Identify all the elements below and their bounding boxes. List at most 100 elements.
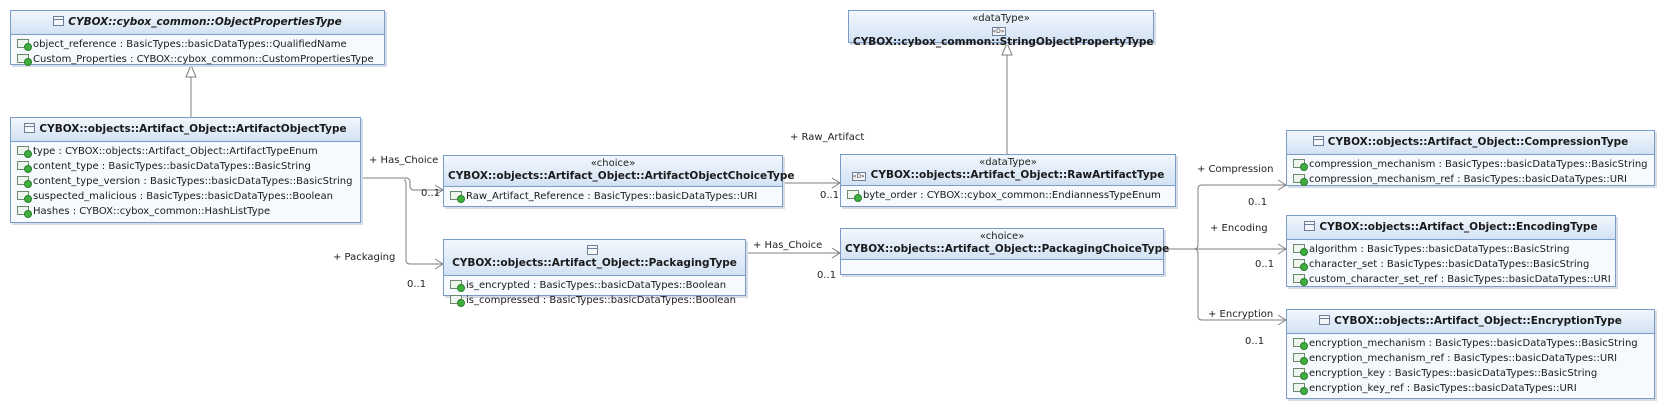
stereotype-label: «choice» [590, 158, 636, 169]
attribute-row: type : CYBOX::objects::Artifact_Object::… [17, 144, 356, 159]
multiplicity-label-raw-artifact: 0..1 [820, 190, 840, 201]
multiplicity-label-encryption: 0..1 [1245, 336, 1265, 347]
attribute-text: character_set : BasicTypes::basicDataTyp… [1309, 259, 1590, 270]
attribute-row: content_type_version : BasicTypes::basic… [17, 174, 356, 189]
multiplicity-label-packaging: 0..1 [407, 279, 427, 290]
attribute-icon [450, 280, 465, 292]
attribute-list: byte_order : CYBOX::cybox_common::Endian… [841, 186, 1175, 204]
attribute-text: byte_order : CYBOX::cybox_common::Endian… [863, 190, 1161, 201]
stereotype-label: «dataType» [979, 157, 1037, 168]
class-packaging-choice-type[interactable]: «choice» CYBOX::objects::Artifact_Object… [840, 228, 1169, 275]
attribute-icon [1293, 338, 1308, 350]
class-header: «dataType» «D»CYBOX::cybox_common::Strin… [849, 11, 1154, 48]
multiplicity-label-encoding: 0..1 [1255, 259, 1275, 270]
attribute-icon [1293, 244, 1308, 256]
role-label-raw-artifact: + Raw_Artifact [790, 132, 865, 143]
role-label-encoding: + Encoding [1210, 223, 1268, 234]
attribute-icon [450, 191, 465, 203]
role-label-encryption: + Encryption [1208, 309, 1274, 320]
class-object-properties-type[interactable]: CYBOX::cybox_common::ObjectPropertiesTyp… [10, 10, 385, 67]
multiplicity-label-has-choice-2: 0..1 [817, 270, 837, 281]
attribute-text: type : CYBOX::objects::Artifact_Object::… [33, 146, 318, 157]
attribute-icon [1293, 174, 1308, 186]
class-icon [53, 16, 65, 26]
attribute-icon [1293, 159, 1308, 171]
attribute-icon [17, 176, 32, 188]
multiplicity-label-has-choice-1: 0..1 [421, 188, 441, 199]
attribute-row: content_type : BasicTypes::basicDataType… [17, 159, 356, 174]
class-encoding-type[interactable]: CYBOX::objects::Artifact_Object::Encodin… [1286, 215, 1616, 287]
datatype-icon: «D» [991, 27, 1006, 36]
class-compression-type[interactable]: CYBOX::objects::Artifact_Object::Compres… [1286, 130, 1655, 186]
attribute-icon [1293, 259, 1308, 271]
class-title: CYBOX::objects::Artifact_Object::Artifac… [448, 170, 795, 182]
attribute-row: encryption_mechanism_ref : BasicTypes::b… [1293, 351, 1650, 366]
class-encryption-type[interactable]: CYBOX::objects::Artifact_Object::Encrypt… [1286, 309, 1655, 399]
attribute-text: object_reference : BasicTypes::basicData… [33, 39, 347, 50]
connector-compression [1164, 184, 1286, 250]
attribute-row: suspected_malicious : BasicTypes::basicD… [17, 189, 356, 204]
attribute-row: object_reference : BasicTypes::basicData… [17, 37, 380, 52]
attribute-text: is_compressed : BasicTypes::basicDataTyp… [466, 295, 737, 306]
class-string-object-property-type[interactable]: «dataType» «D»CYBOX::cybox_common::Strin… [848, 10, 1154, 48]
class-header: «choice» CYBOX::objects::Artifact_Object… [841, 229, 1169, 260]
class-icon [24, 123, 36, 133]
attribute-icon [1293, 353, 1308, 365]
attribute-list: compression_mechanism : BasicTypes::basi… [1287, 155, 1654, 188]
class-icon [1312, 136, 1324, 146]
attribute-text: Custom_Properties : CYBOX::cybox_common:… [33, 54, 374, 65]
attribute-list: encryption_mechanism : BasicTypes::basic… [1287, 334, 1654, 397]
attribute-text: Raw_Artifact_Reference : BasicTypes::bas… [466, 191, 758, 202]
class-title: CYBOX::objects::Artifact_Object::Artifac… [39, 123, 347, 135]
class-artifact-object-type[interactable]: CYBOX::objects::Artifact_Object::Artifac… [10, 117, 361, 223]
attribute-text: encryption_mechanism : BasicTypes::basic… [1309, 338, 1638, 349]
class-header: «choice» CYBOX::objects::Artifact_Object… [444, 156, 795, 187]
role-label-compression: + Compression [1197, 164, 1274, 175]
attribute-row: is_compressed : BasicTypes::basicDataTyp… [450, 293, 741, 308]
attribute-icon [450, 295, 465, 307]
attribute-text: encryption_mechanism_ref : BasicTypes::b… [1309, 353, 1618, 364]
class-header: CYBOX::objects::Artifact_Object::Artifac… [11, 118, 360, 142]
attribute-icon [17, 191, 32, 203]
attribute-text: content_type_version : BasicTypes::basic… [33, 176, 353, 187]
attribute-list: algorithm : BasicTypes::basicDataTypes::… [1287, 240, 1615, 288]
connector-has-choice-1 [361, 177, 443, 191]
stereotype-label: «choice» [979, 231, 1025, 242]
class-title: CYBOX::objects::Artifact_Object::RawArti… [870, 169, 1165, 181]
class-title: CYBOX::cybox_common::StringObjectPropert… [853, 36, 1154, 48]
attribute-row: custom_character_set_ref : BasicTypes::b… [1293, 272, 1611, 287]
attribute-row: compression_mechanism : BasicTypes::basi… [1293, 157, 1650, 172]
class-icon [1319, 315, 1331, 325]
attribute-row: Custom_Properties : CYBOX::cybox_common:… [17, 52, 380, 67]
class-title: CYBOX::cybox_common::ObjectPropertiesTyp… [68, 16, 342, 28]
class-raw-artifact-type[interactable]: «dataType» «D» CYBOX::objects::Artifact_O… [840, 154, 1176, 207]
role-label-has-choice-1: + Has_Choice [369, 155, 439, 166]
attribute-icon [17, 161, 32, 173]
attribute-row: algorithm : BasicTypes::basicDataTypes::… [1293, 242, 1611, 257]
attribute-list: is_encrypted : BasicTypes::basicDataType… [444, 276, 745, 309]
attribute-text: algorithm : BasicTypes::basicDataTypes::… [1309, 244, 1570, 255]
attribute-row: Hashes : CYBOX::cybox_common::HashListTy… [17, 204, 356, 219]
class-title: CYBOX::objects::Artifact_Object::Encodin… [1319, 221, 1598, 233]
attribute-icon [17, 54, 32, 66]
class-packaging-type[interactable]: CYBOX::objects::Artifact_Object::Packagi… [443, 239, 746, 307]
attribute-text: is_encrypted : BasicTypes::basicDataType… [466, 280, 727, 291]
attribute-row: byte_order : CYBOX::cybox_common::Endian… [847, 188, 1171, 203]
attribute-text: encryption_key : BasicTypes::basicDataTy… [1309, 368, 1598, 379]
attribute-list: type : CYBOX::objects::Artifact_Object::… [11, 142, 360, 220]
attribute-row: encryption_key : BasicTypes::basicDataTy… [1293, 366, 1650, 381]
class-icon [587, 245, 598, 255]
datatype-icon: «D» [851, 172, 866, 181]
class-header: «dataType» «D» CYBOX::objects::Artifact_O… [841, 155, 1175, 186]
attribute-text: compression_mechanism_ref : BasicTypes::… [1309, 174, 1627, 185]
attribute-row: encryption_mechanism : BasicTypes::basic… [1293, 336, 1650, 351]
class-header: CYBOX::objects::Artifact_Object::Encrypt… [1287, 310, 1654, 334]
attribute-text: content_type : BasicTypes::basicDataType… [33, 161, 311, 172]
class-header: CYBOX::objects::Artifact_Object::Packagi… [444, 240, 745, 276]
connector-encryption [1164, 248, 1286, 321]
class-artifact-object-choice-type[interactable]: «choice» CYBOX::objects::Artifact_Object… [443, 155, 795, 207]
attribute-text: compression_mechanism : BasicTypes::basi… [1309, 159, 1648, 170]
attribute-text: Hashes : CYBOX::cybox_common::HashListTy… [33, 206, 271, 217]
attribute-icon [17, 39, 32, 51]
attribute-icon [1293, 368, 1308, 380]
